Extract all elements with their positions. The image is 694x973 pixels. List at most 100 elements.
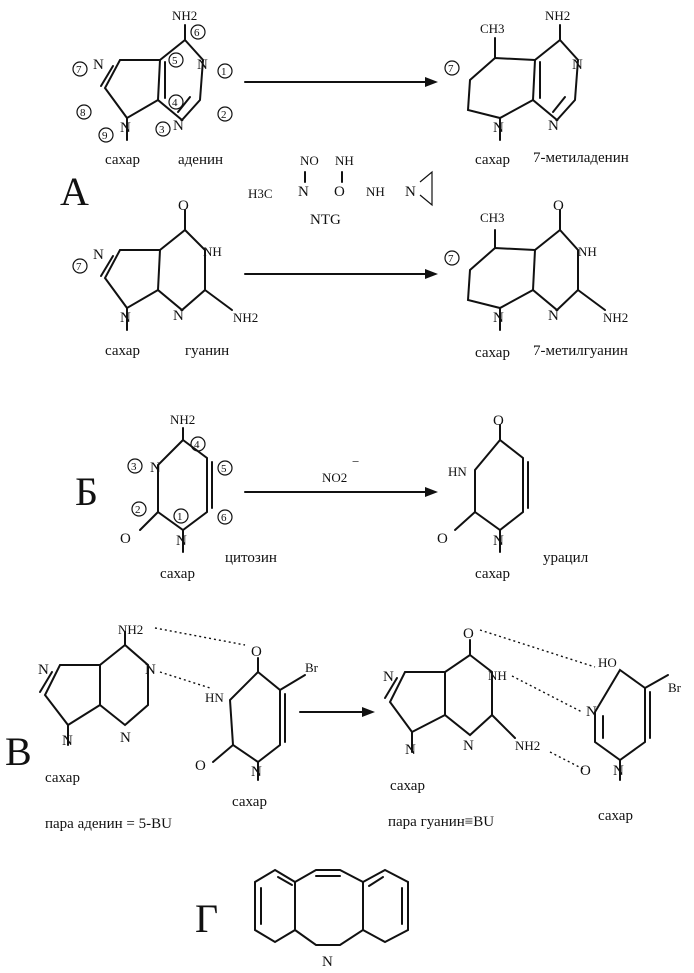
adenine-structure: NH2 N N N N сахар аденин 6 1 2 3 4 5 7 8… (72, 8, 233, 168)
svg-text:HO: HO (598, 655, 617, 670)
adenine-sugar: сахар (105, 152, 140, 168)
methyladenine-nh2: NH2 (545, 8, 570, 23)
svg-text:H3C: H3C (248, 186, 273, 201)
svg-text:O: O (493, 413, 504, 429)
svg-text:HN: HN (205, 690, 224, 705)
pair-guanine-sugar: сахар (390, 778, 425, 794)
svg-text:O: O (178, 198, 189, 214)
svg-text:O: O (334, 184, 345, 200)
section-a-letter: А (60, 169, 89, 214)
pair-adenine-structure: NH2 N N N N сахар (38, 622, 156, 786)
svg-text:N: N (405, 742, 416, 758)
methyladenine-structure: NH2 CH3 N N N 7 сахар 7-метиладенин (444, 8, 629, 168)
svg-text:7: 7 (448, 63, 454, 75)
svg-text:N: N (120, 310, 131, 326)
svg-text:N: N (120, 730, 131, 746)
guanine-structure: O NH N N N NH2 7 сахар гуанин (72, 198, 258, 359)
svg-text:NH: NH (578, 244, 597, 259)
svg-text:7: 7 (76, 261, 82, 273)
pair-at-label: пара аденин = 5-BU (45, 816, 172, 832)
uracil-structure: O HN O N сахар урацил (437, 413, 589, 582)
svg-text:O: O (437, 531, 448, 547)
svg-text:CH3: CH3 (480, 210, 505, 225)
methylguanine-structure: O CH3 NH N N NH2 7 сахар 7-метилгуанин (444, 198, 628, 361)
svg-text:N: N (572, 57, 583, 73)
svg-text:N: N (548, 308, 559, 324)
section-g: Г N (195, 868, 409, 970)
svg-text:N: N (38, 662, 49, 678)
section-v: В NH2 N N N N сахар O HN O (5, 622, 682, 832)
methyladenine-label: 7-метиладенин (533, 150, 629, 166)
methyladenine-sugar: сахар (475, 152, 510, 168)
cytosine-sugar: сахар (160, 566, 195, 582)
svg-text:7: 7 (76, 64, 82, 76)
svg-text:2: 2 (135, 504, 141, 516)
svg-text:2: 2 (221, 109, 227, 121)
svg-text:3: 3 (159, 124, 165, 136)
svg-text:N: N (145, 662, 156, 678)
methylguanine-sugar: сахар (475, 345, 510, 361)
svg-text:N: N (298, 184, 309, 200)
svg-text:1: 1 (177, 511, 183, 523)
pair-5bu-sugar: сахар (232, 794, 267, 810)
nitrite-reagent: NO2 (322, 470, 347, 485)
guanine-label: гуанин (185, 343, 229, 359)
svg-text:6: 6 (221, 512, 227, 524)
svg-text:N: N (251, 764, 262, 780)
svg-text:O: O (580, 763, 591, 779)
section-a: А NH2 N N N N сахар аденин 6 1 2 3 4 5 (60, 8, 629, 361)
svg-text:N: N (586, 704, 597, 720)
svg-text:N: N (173, 308, 184, 324)
svg-text:N: N (613, 763, 624, 779)
cytosine-structure: NH2 N O N 4 5 6 3 2 1 сахар цитозин (120, 412, 277, 582)
svg-text:N: N (493, 533, 504, 549)
adenine-label: аденин (178, 152, 223, 168)
svg-text:N: N (62, 733, 73, 749)
svg-text:N: N (322, 954, 333, 970)
adenine-n3: N (173, 118, 184, 134)
pair-5bu-enol-sugar: сахар (598, 808, 633, 824)
adenine-n1: N (197, 57, 208, 73)
svg-text:3: 3 (131, 461, 137, 473)
svg-text:N: N (493, 120, 504, 136)
svg-text:N: N (548, 118, 559, 134)
svg-text:N: N (383, 669, 394, 685)
svg-text:N: N (405, 184, 416, 200)
svg-text:5: 5 (221, 463, 227, 475)
adenine-n7: N (93, 57, 104, 73)
svg-text:N: N (93, 247, 104, 263)
svg-text:O: O (553, 198, 564, 214)
svg-text:−: − (352, 454, 359, 469)
svg-text:9: 9 (102, 130, 108, 142)
methyladenine-ch3: CH3 (480, 21, 505, 36)
pair-adenine-sugar: сахар (45, 770, 80, 786)
acridine-structure: N (254, 868, 409, 970)
svg-text:O: O (463, 626, 474, 642)
section-g-letter: Г (195, 896, 218, 941)
methylguanine-label: 7-метилгуанин (533, 343, 628, 359)
svg-text:NH2: NH2 (515, 738, 540, 753)
svg-text:N: N (493, 310, 504, 326)
svg-text:O: O (120, 531, 131, 547)
ntg-reagent: NO NH H3C N O NH N NTG (248, 153, 433, 228)
pair-guanine-structure: O NH N N N NH2 сахар (383, 626, 540, 794)
svg-text:Br: Br (668, 680, 682, 695)
svg-text:1: 1 (221, 66, 227, 78)
ntg-label: NTG (310, 212, 341, 228)
svg-text:NO: NO (300, 153, 319, 168)
guanine-sugar: сахар (105, 343, 140, 359)
svg-text:NH2: NH2 (170, 412, 195, 427)
cytosine-label: цитозин (225, 550, 277, 566)
svg-text:4: 4 (194, 439, 200, 451)
pair-5bu-keto-structure: O HN O N Br сахар (195, 644, 319, 810)
svg-text:7: 7 (448, 253, 454, 265)
pair-gb-label: пара гуанин≡BU (388, 814, 494, 830)
svg-text:N: N (150, 460, 161, 476)
svg-text:Br: Br (305, 660, 319, 675)
svg-text:N: N (176, 533, 187, 549)
uracil-label: урацил (543, 550, 589, 566)
svg-text:8: 8 (80, 107, 86, 119)
svg-text:NH: NH (366, 184, 385, 199)
adenine-n9: N (120, 120, 131, 136)
